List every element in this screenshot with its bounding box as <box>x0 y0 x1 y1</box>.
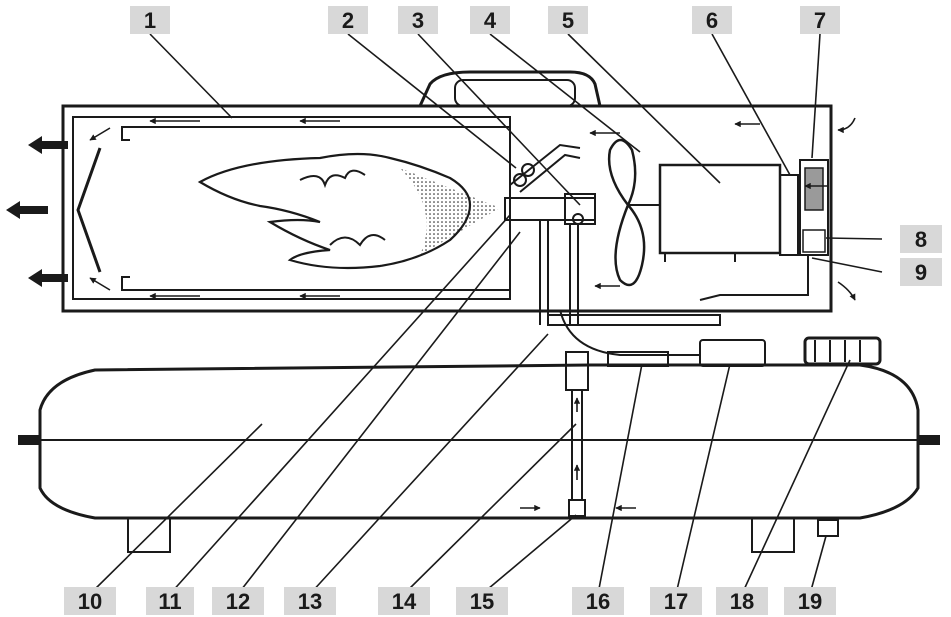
svg-text:3: 3 <box>412 8 424 33</box>
callout-5: 5 <box>548 6 588 34</box>
motor <box>658 163 782 255</box>
svg-text:4: 4 <box>484 8 497 33</box>
callout-12: 12 <box>212 587 264 615</box>
svg-text:19: 19 <box>798 589 822 614</box>
svg-text:15: 15 <box>470 589 494 614</box>
fuel-gauge <box>699 339 766 367</box>
callout-13: 13 <box>284 587 336 615</box>
callout-10: 10 <box>64 587 116 615</box>
fuel-tank <box>38 363 920 520</box>
air-filter <box>804 167 824 211</box>
fan-blade <box>607 138 646 287</box>
svg-text:6: 6 <box>706 8 718 33</box>
air-pump <box>779 174 799 256</box>
combustion-chamber <box>72 116 511 300</box>
fuel-spray <box>400 168 500 255</box>
callout-2: 2 <box>328 6 368 34</box>
suction-filter <box>568 499 586 517</box>
svg-text:18: 18 <box>730 589 754 614</box>
callout-7: 7 <box>800 6 840 34</box>
callout-19: 19 <box>784 587 836 615</box>
airflow-arrows <box>89 117 856 512</box>
svg-text:2: 2 <box>342 8 354 33</box>
svg-text:14: 14 <box>392 589 417 614</box>
grommet <box>607 351 669 367</box>
callout-11: 11 <box>146 587 194 615</box>
outer-housing <box>61 104 833 313</box>
drain-plug <box>817 519 839 537</box>
svg-text:5: 5 <box>562 8 574 33</box>
svg-text:12: 12 <box>226 589 250 614</box>
callout-16: 16 <box>572 587 624 615</box>
flame-outline <box>197 152 472 270</box>
leader-lines <box>89 33 883 595</box>
callout-9: 9 <box>900 258 942 286</box>
svg-text:1: 1 <box>144 8 156 33</box>
svg-text:13: 13 <box>298 589 322 614</box>
callout-6: 6 <box>692 6 732 34</box>
callout-14: 14 <box>378 587 430 615</box>
air-filter-housing <box>799 159 829 256</box>
tube-fitting <box>565 351 589 391</box>
tank-foot-left <box>127 517 171 553</box>
tank-foot-right <box>751 517 795 553</box>
callout-8: 8 <box>900 225 942 253</box>
svg-text:17: 17 <box>664 589 688 614</box>
callout-4: 4 <box>470 6 510 34</box>
callout-1: 1 <box>130 6 170 34</box>
outlet-arrows <box>6 136 68 287</box>
carry-handle <box>418 70 602 107</box>
flame-baffle <box>76 147 102 273</box>
svg-text:16: 16 <box>586 589 610 614</box>
callout-3: 3 <box>398 6 438 34</box>
fuel-cap <box>803 336 882 366</box>
svg-text:8: 8 <box>915 227 927 252</box>
svg-text:7: 7 <box>814 8 826 33</box>
callout-18: 18 <box>716 587 768 615</box>
svg-text:10: 10 <box>78 589 102 614</box>
svg-text:11: 11 <box>158 589 181 614</box>
svg-text:9: 9 <box>915 260 927 285</box>
callout-15: 15 <box>456 587 508 615</box>
callout-17: 17 <box>650 587 702 615</box>
